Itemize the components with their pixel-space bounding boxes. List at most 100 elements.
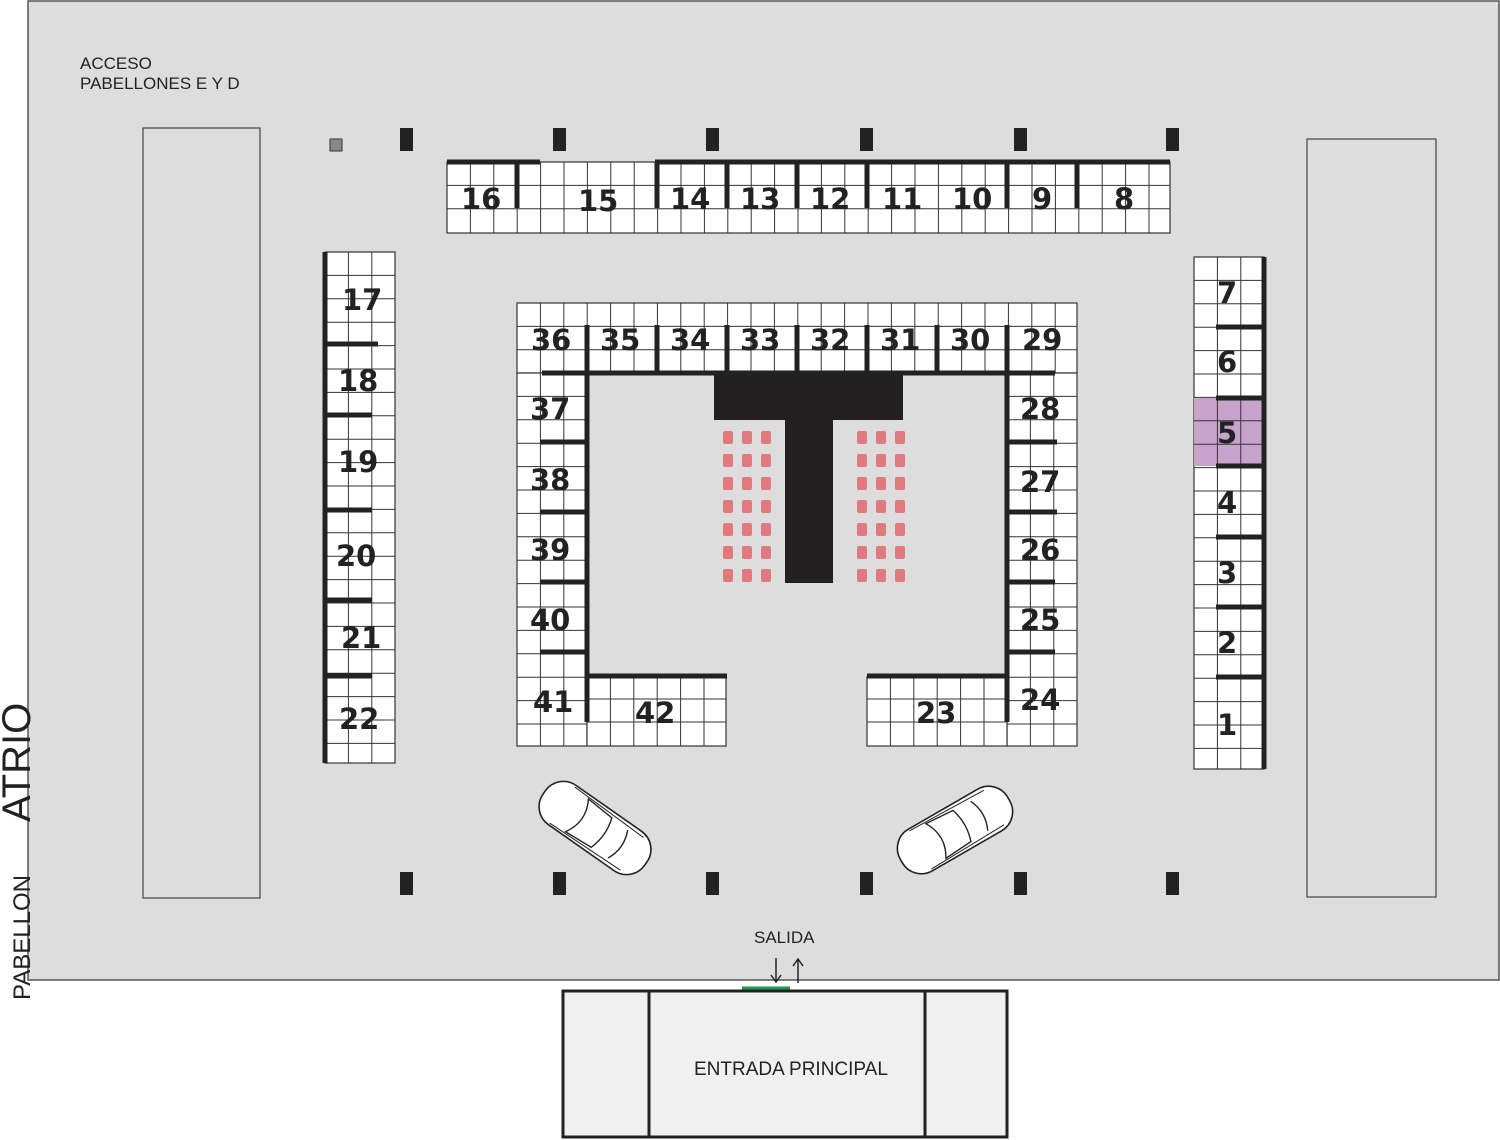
stand-11[interactable]: 11 [882,182,922,216]
salida-label: SALIDA [754,928,815,947]
column [553,872,566,895]
stand-26[interactable]: 26 [1020,533,1060,567]
seat [742,546,752,559]
stand-19[interactable]: 19 [338,445,378,479]
seat [857,569,867,582]
stand-31[interactable]: 31 [880,323,920,357]
stand-34[interactable]: 34 [670,323,710,357]
seat [857,454,867,467]
seat [723,431,733,444]
column [1166,128,1179,151]
column [1014,128,1027,151]
left-side-area [142,127,261,899]
seat [723,454,733,467]
stand-1[interactable]: 1 [1217,708,1237,742]
small-square-marker [329,138,343,152]
car-body [896,785,1014,875]
stand-16[interactable]: 16 [461,182,501,216]
stand-18[interactable]: 18 [338,364,378,398]
car-rear-window [607,830,629,859]
seat [761,500,771,513]
column [553,128,566,151]
central-left-block [516,372,588,747]
seat [876,569,886,582]
central-right-block [1006,372,1078,747]
column [860,128,873,151]
car-right [896,785,1014,875]
seat [895,431,905,444]
columns [400,128,1179,895]
stand-21[interactable]: 21 [341,621,381,655]
stand-17[interactable]: 17 [342,283,382,317]
stand-9[interactable]: 9 [1032,182,1052,216]
column [860,872,873,895]
stand-3[interactable]: 3 [1217,556,1237,590]
stand-2[interactable]: 2 [1217,626,1237,660]
stand-41[interactable]: 41 [533,685,573,719]
seat [895,523,905,536]
stand-33[interactable]: 33 [740,323,780,357]
stand-20[interactable]: 20 [336,539,376,573]
stand-28[interactable]: 28 [1020,392,1060,426]
seat [876,431,886,444]
stand-35[interactable]: 35 [600,323,640,357]
car-windshield [924,809,972,860]
entrance-frame [561,989,1009,1139]
stand-36[interactable]: 36 [531,323,571,357]
car-line [549,822,621,871]
stand-block-top [446,161,1171,234]
car-body [538,780,652,876]
stage [714,375,903,583]
car-line [909,789,985,832]
acceso-label: ACCESO [80,54,152,73]
stand-5[interactable]: 5 [1217,416,1237,450]
stage-top [714,375,903,420]
car-line [574,786,644,838]
stand-30[interactable]: 30 [950,323,990,357]
stand-12[interactable]: 12 [810,182,850,216]
seat [857,477,867,490]
stand-29[interactable]: 29 [1022,323,1062,357]
stand-6[interactable]: 6 [1217,345,1237,379]
stand-27[interactable]: 27 [1020,465,1060,499]
column [706,128,719,151]
seat [742,477,752,490]
stand-24[interactable]: 24 [1020,683,1060,717]
arrow-up-head [792,957,804,967]
stand-40[interactable]: 40 [530,603,570,637]
stand-15[interactable]: 15 [578,184,618,218]
seat [876,546,886,559]
pabellon-atrio-label: PABELLON ATRIO [0,703,39,1000]
seat [876,500,886,513]
stand-8[interactable]: 8 [1114,182,1134,216]
pabellon-label: PABELLON [9,875,36,1000]
stand-13[interactable]: 13 [740,182,780,216]
stand-38[interactable]: 38 [530,463,570,497]
stand-37[interactable]: 37 [530,392,570,426]
stand-5-highlight[interactable] [1194,398,1264,466]
arrow-down-head [770,974,782,984]
stand-block-right [1193,256,1265,770]
stand-42[interactable]: 42 [635,696,675,730]
stand-32[interactable]: 32 [810,323,850,357]
seat [723,477,733,490]
stand-4[interactable]: 4 [1217,486,1237,520]
seat [876,454,886,467]
main-entrance: ENTRADA PRINCIPAL [561,989,1009,1139]
column [1166,872,1179,895]
seat [876,477,886,490]
column [400,128,413,151]
seat [742,454,752,467]
stand-10[interactable]: 10 [952,182,992,216]
stand-14[interactable]: 14 [670,182,710,216]
stand-39[interactable]: 39 [530,533,570,567]
left-column-stands: 17 18 19 20 21 22 [322,251,396,764]
stand-22[interactable]: 22 [339,702,379,736]
entrada-principal-label: ENTRADA PRINCIPAL [694,1059,888,1080]
audience-seats [723,431,905,582]
stand-23[interactable]: 23 [916,696,956,730]
stand-25[interactable]: 25 [1020,603,1060,637]
seat [723,500,733,513]
stand-7[interactable]: 7 [1217,276,1237,310]
